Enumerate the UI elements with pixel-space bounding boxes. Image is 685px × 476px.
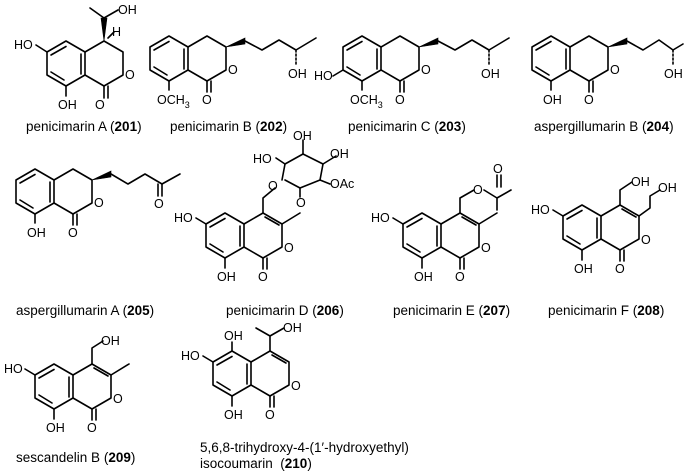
o-acetyl-label: O <box>493 162 503 176</box>
oh-label: OH <box>658 181 677 195</box>
structure-208: OH OH O HO OH O <box>531 175 677 276</box>
caption-210: 5,6,8-trihydroxy-4-(1′-hydroxyethyl) iso… <box>200 440 409 471</box>
o-ring-label: O <box>481 241 491 255</box>
caption-205: aspergillumarin A (205) <box>16 303 155 318</box>
structure-204: O OH O OH <box>531 35 684 107</box>
oh-label: OH <box>293 129 312 143</box>
structure-206: O O HO OH OH OAc O HO OH O <box>174 129 354 284</box>
oh-label: OH <box>481 67 500 81</box>
o-ring-label: O <box>228 63 238 77</box>
ho-label: HO <box>14 38 33 52</box>
oh-label: OH <box>414 270 433 284</box>
oh-label: OH <box>46 421 65 435</box>
caption-202: penicimarin B (202) <box>170 119 288 134</box>
o-ring-label: O <box>610 63 620 77</box>
caption-206: penicimarin D (206) <box>226 303 344 318</box>
caption-204: aspergillumarin B (204) <box>534 119 674 134</box>
o-carbonyl-label: O <box>68 226 78 240</box>
o-ester-label: O <box>473 183 483 197</box>
structure-210: OH OH O HO OH O <box>181 321 302 422</box>
caption-209: sescandelin B (209) <box>16 450 136 465</box>
h-label: H <box>112 25 121 39</box>
o-ring-label: O <box>296 196 306 210</box>
oh-label: OH <box>574 262 593 276</box>
structure-203: HO O O OCH3 OH <box>314 35 510 110</box>
ho-label: HO <box>314 69 333 83</box>
caption-207: penicimarin E (207) <box>393 303 511 318</box>
o-carbonyl-label: O <box>202 93 212 107</box>
structure-207: O O O HO OH O <box>371 162 512 284</box>
oh-label: OH <box>283 321 302 335</box>
o-ketone-label: O <box>154 197 164 211</box>
structure-209: OH O HO OH O <box>4 334 130 435</box>
oh-label: OH <box>101 334 120 348</box>
o-carbonyl-label: O <box>584 93 594 107</box>
structure-202: O O OCH3 OH <box>149 35 317 110</box>
o-carbonyl-label: O <box>615 262 625 276</box>
caption-208: penicimarin F (208) <box>548 303 665 318</box>
ho-label: HO <box>531 203 550 217</box>
oh-label: OH <box>118 3 137 17</box>
oh-label: OH <box>58 98 77 112</box>
o-carbonyl-label: O <box>395 93 405 107</box>
oh-label: OH <box>224 408 243 422</box>
oh-label: OH <box>288 67 307 81</box>
o-glyco-label: O <box>268 179 278 193</box>
o-ring-label: O <box>421 63 431 77</box>
oh-label: OH <box>27 226 46 240</box>
o-ring-label: O <box>641 233 651 247</box>
oh-label: OH <box>664 67 683 81</box>
och3-label: OCH3 <box>157 93 190 110</box>
oh-label: HO <box>253 152 272 166</box>
o-ring-label: O <box>94 196 104 210</box>
o-carbonyl-label: O <box>258 270 268 284</box>
ho-label: HO <box>371 211 390 225</box>
och3-label: OCH3 <box>350 93 383 110</box>
caption-210-line1: 5,6,8-trihydroxy-4-(1′-hydroxyethyl) <box>200 440 409 455</box>
oh-label: OH <box>330 147 349 161</box>
o-ring-label: O <box>284 241 294 255</box>
caption-203: penicimarin C (203) <box>348 119 466 134</box>
oh-label: OH <box>543 93 562 107</box>
ho-label: HO <box>174 211 193 225</box>
oac-label: OAc <box>330 177 354 191</box>
oh-label: OH <box>217 270 236 284</box>
o-carbonyl-label: O <box>87 421 97 435</box>
caption-201: penicimarin A (201) <box>26 119 142 134</box>
o-carbonyl-label: O <box>265 408 275 422</box>
ho-label: HO <box>4 362 23 376</box>
o-carbonyl-label: O <box>455 270 465 284</box>
ho-label: HO <box>181 349 200 363</box>
caption-210-line2: isocoumarin <box>200 456 273 471</box>
o-ring-label: O <box>291 379 301 393</box>
oh-label: OH <box>631 175 650 189</box>
o-ring-label: O <box>125 68 135 82</box>
structure-201: HO OH H O OH O <box>14 3 137 112</box>
o-carbonyl-label: O <box>95 98 105 112</box>
o-ring-label: O <box>113 392 123 406</box>
oh-label: OH <box>224 329 243 343</box>
structure-205: O OH O O <box>15 168 181 240</box>
